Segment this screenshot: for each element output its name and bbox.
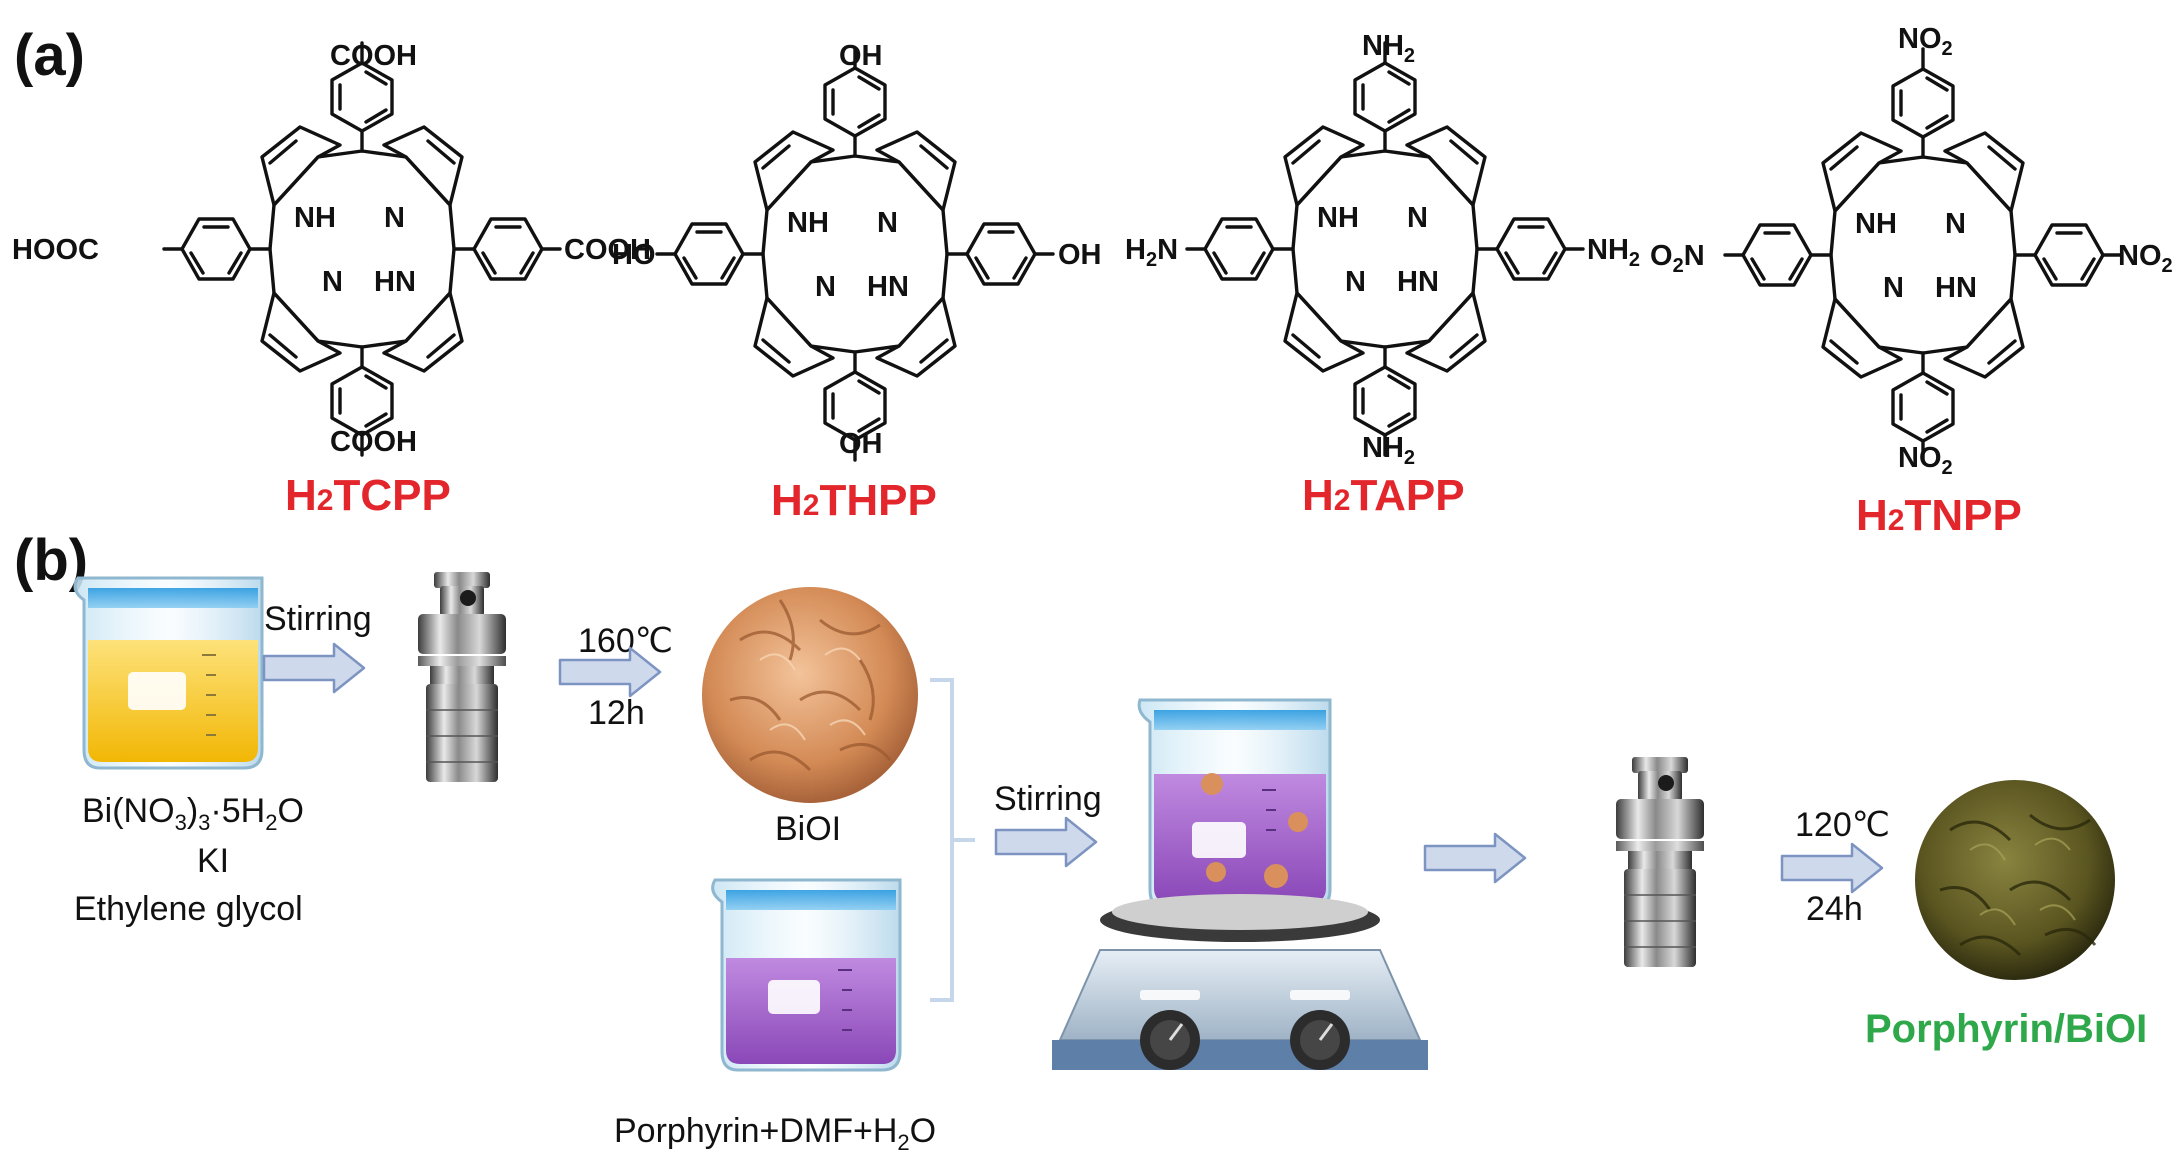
substituent-right: NO2 — [2118, 240, 2173, 277]
substituent-top: NO2 — [1898, 23, 1953, 60]
substituent-left: HO — [612, 239, 656, 271]
arrow-label-time-1: 12h — [588, 694, 645, 732]
combine-bracket — [930, 678, 975, 1002]
autoclave-1 — [417, 571, 507, 783]
substituent-top: OH — [839, 40, 883, 72]
precursor-ethylene-glycol: Ethylene glycol — [74, 890, 303, 928]
substituent-right: NH2 — [1587, 234, 1640, 271]
process-arrow — [262, 642, 366, 694]
molecule-h2tapp: NH2 NH2 H2N NH2 H2TAPP — [1125, 30, 1640, 520]
biol-label: BiOI — [775, 810, 841, 848]
product-sphere — [1915, 780, 2115, 980]
arrow-label-stirring-1: Stirring — [264, 600, 372, 638]
panel-a-label: (a) — [14, 23, 85, 88]
substituent-bottom: OH — [839, 428, 883, 460]
stirring-hotplate — [1052, 698, 1428, 1070]
arrow-label-temp-1: 160℃ — [578, 622, 673, 660]
precursor-bi-nitrate: Bi(NO3)3·5H2O — [82, 792, 304, 835]
substituent-bottom: NO2 — [1898, 442, 1953, 479]
biol-sphere — [702, 587, 918, 803]
process-arrow — [1780, 842, 1884, 894]
substituent-top: COOH — [330, 40, 417, 72]
product-label: Porphyrin/BiOI — [1865, 1007, 2147, 1051]
molecule-name: H2THPP — [771, 476, 937, 525]
substituent-left: HOOC — [12, 234, 99, 266]
molecule-name: H2TCPP — [285, 471, 451, 520]
substituent-top: NH2 — [1362, 30, 1415, 67]
substituent-right: OH — [1058, 239, 1102, 271]
autoclave-2 — [1615, 756, 1705, 968]
molecule-h2thpp: OH OH HO OH H2THPP — [612, 40, 1102, 525]
process-arrow — [994, 816, 1098, 868]
molecule-h2tnpp: NO2 NO2 O2N NO2 H2TNPP — [1650, 23, 2173, 540]
substituent-left: O2N — [1650, 240, 1705, 277]
beaker-purple-solution — [711, 878, 902, 1072]
porphyrin-solution-label: Porphyrin+DMF+H2O — [614, 1112, 936, 1155]
process-arrow — [1423, 832, 1527, 884]
substituent-bottom: NH2 — [1362, 432, 1415, 469]
arrow-label-time-2: 24h — [1806, 890, 1863, 928]
molecule-h2tcpp: COOH COOH HOOC COOH H2TCPP — [12, 40, 651, 520]
molecule-name: H2TNPP — [1856, 491, 2022, 540]
substituent-left: H2N — [1125, 234, 1178, 271]
beaker-yellow-solution — [73, 576, 264, 770]
substituent-right: COOH — [564, 234, 651, 266]
arrow-label-stirring-2: Stirring — [994, 780, 1102, 818]
molecule-name: H2TAPP — [1302, 471, 1465, 520]
substituent-bottom: COOH — [330, 426, 417, 458]
precursor-ki: KI — [197, 842, 229, 880]
arrow-label-temp-2: 120℃ — [1795, 806, 1890, 844]
